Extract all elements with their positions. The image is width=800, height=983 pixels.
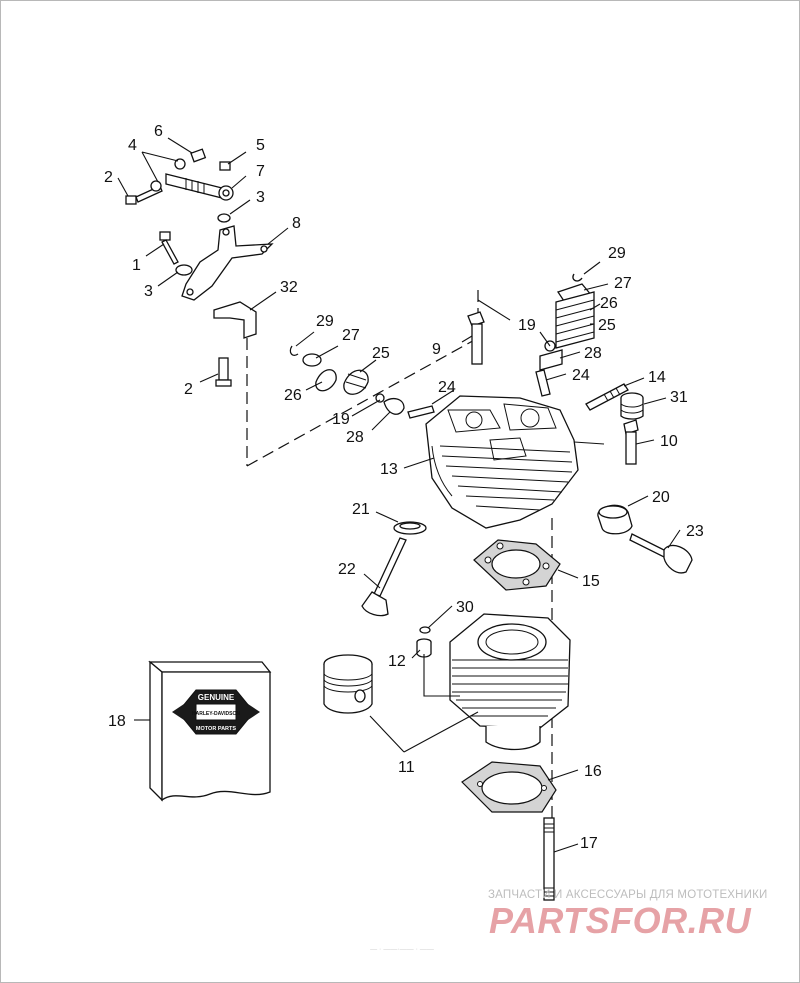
callout-26-left: 26: [284, 387, 302, 404]
part-2-bolt-lower: [215, 357, 232, 387]
callout-14: 14: [648, 369, 666, 386]
callout-30: 30: [456, 599, 474, 616]
part-21-ring: [393, 521, 427, 535]
part-11-piston: [323, 654, 373, 714]
callout-18: 18: [108, 713, 126, 730]
callout-8: 8: [292, 215, 301, 232]
leader-lines: [117, 137, 681, 853]
callout-22: 22: [338, 561, 356, 578]
callout-28-right: 28: [584, 345, 602, 362]
part-3-washer-top: [217, 213, 231, 223]
watermark-subtitle: ЗАПЧАСТИ И АКСЕССУАРЫ ДЛЯ МОТОТЕХНИКИ: [488, 889, 768, 901]
callout-24-left: 24: [438, 379, 456, 396]
callout-25-right: 25: [598, 317, 616, 334]
part-13-cylinder-head: [425, 395, 579, 529]
callout-10: 10: [660, 433, 678, 450]
part-5-nut: [219, 161, 231, 171]
callout-16: 16: [584, 763, 602, 780]
callout-28-left: 28: [346, 429, 364, 446]
callout-3-lower: 3: [144, 283, 153, 300]
callout-29-left: 29: [316, 313, 334, 330]
part-1-bolt: [159, 231, 179, 265]
callout-26-right: 26: [600, 295, 618, 312]
callout-15: 15: [582, 573, 600, 590]
part-22-valve: [361, 537, 407, 617]
callout-12: 12: [388, 653, 406, 670]
box-logo-center-text: HARLEY-DAVIDSON: [192, 711, 240, 717]
callout-27-left: 27: [342, 327, 360, 344]
callout-32: 32: [280, 279, 298, 296]
callout-27-right: 27: [614, 275, 632, 292]
callout-5: 5: [256, 137, 265, 154]
part-23-valve: [629, 533, 693, 574]
part-20-seal: [597, 504, 633, 535]
callout-4: 4: [128, 137, 137, 154]
box-logo-top-text: GENUINE: [198, 693, 235, 702]
callout-2-lower: 2: [184, 381, 193, 398]
part-9-tube: [467, 311, 485, 365]
part-3-washer-lower: [175, 264, 193, 276]
callout-31: 31: [670, 389, 688, 406]
callout-25-left: 25: [372, 345, 390, 362]
callout-23: 23: [686, 523, 704, 540]
part-10-tube: [623, 419, 639, 465]
part-17-stud: [543, 817, 555, 901]
valve-train-right: [535, 273, 595, 397]
part-32-mount-plate: [213, 301, 257, 339]
valve-train-left: [289, 345, 435, 419]
part-8-bracket: [181, 225, 274, 301]
callout-20: 20: [652, 489, 670, 506]
callout-11: 11: [398, 759, 415, 776]
callout-13: 13: [380, 461, 398, 478]
callout-labels: 6 4 2 5 7 3 8 1 3 32 2 29 27 25 26 19 28…: [104, 123, 704, 852]
part-14-stud: [585, 383, 629, 411]
callout-9: 9: [432, 341, 441, 358]
callout-6: 6: [154, 123, 163, 140]
part-15-head-gasket: [473, 539, 561, 591]
watermark-logo: PARTSFOR.RU: [489, 900, 752, 941]
callout-1: 1: [132, 257, 141, 274]
callout-19-left: 19: [332, 411, 350, 428]
part-6-nut: [190, 148, 207, 163]
callout-24-right: 24: [572, 367, 590, 384]
callout-21: 21: [352, 501, 370, 518]
callout-29-right: 29: [608, 245, 626, 262]
callout-3-top: 3: [256, 189, 265, 206]
part-7-rod-end: [165, 173, 234, 201]
callout-2-top: 2: [104, 169, 113, 186]
part-31-cup: [620, 392, 644, 420]
box-logo-bottom-text: MOTOR PARTS: [196, 726, 236, 732]
part-16-base-gasket: [461, 761, 557, 813]
part-4-nut-pair: [150, 158, 186, 192]
callout-17: 17: [580, 835, 598, 852]
part-30-dowel: [419, 626, 431, 634]
footer-code: — · ——·—— · ——: [370, 946, 434, 953]
callout-19-right: 19: [518, 317, 536, 334]
part-18-parts-box: [148, 660, 272, 802]
part-11-cylinder: [449, 613, 571, 751]
callout-7: 7: [256, 163, 265, 180]
